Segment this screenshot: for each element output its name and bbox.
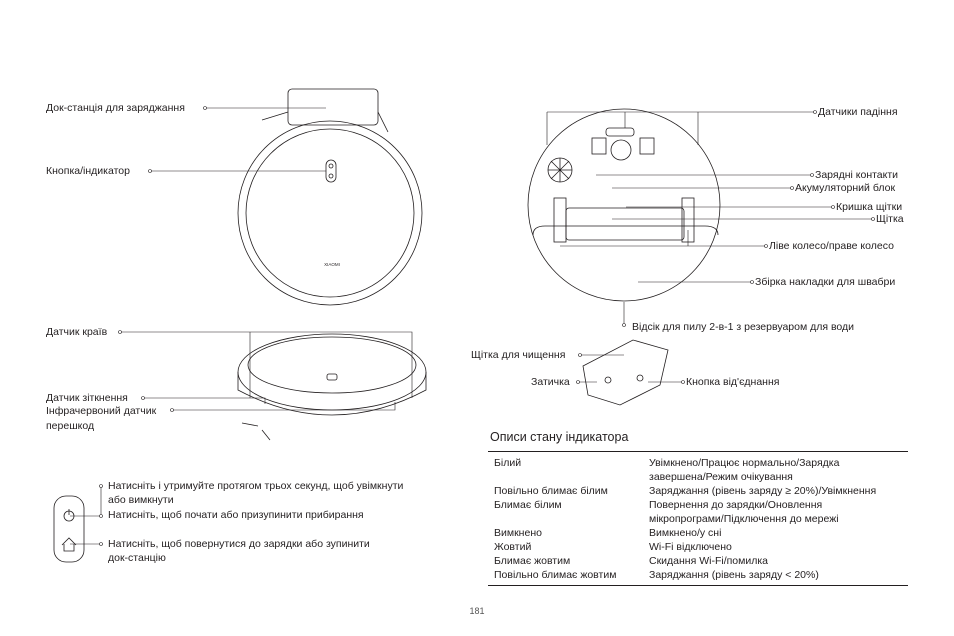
power-desc-line1: Натисніть і утримуйте протягом трьох сек… <box>108 480 404 492</box>
dust-bin <box>582 339 669 406</box>
state-cell: Жовтий <box>494 541 532 553</box>
desc-cell: Заряджання (рівень заряду ≥ 20%)/Увімкне… <box>649 485 877 497</box>
power-desc-line2: або вимкнути <box>108 494 174 506</box>
label-brush-cover: Кришка щітки <box>836 201 903 213</box>
table-row: Вимкнено Вимкнено/у сні <box>488 526 908 540</box>
label-mop-assembly: Збірка накладки для швабри <box>755 276 896 288</box>
state-cell <box>488 470 649 484</box>
state-cell <box>488 512 649 526</box>
label-dock: Док-станція для заряджання <box>46 102 185 114</box>
home-desc-line2: док-станцію <box>108 552 166 564</box>
label-ir-sensor-line1: Інфрачервоний датчик <box>46 405 157 417</box>
robot-bottom-view <box>527 108 721 302</box>
label-cleaning-brush: Щітка для чищення <box>471 349 566 361</box>
page-number: 181 <box>469 606 485 616</box>
table-row: Повільно блимає жовтим Заряджання (рівень… <box>488 568 908 582</box>
label-fall-sensors: Датчики падіння <box>818 106 898 118</box>
state-cell: Блимає жовтим <box>494 555 571 567</box>
desc-cell: завершена/Режим очікування <box>649 471 793 483</box>
state-cell: Блимає білим <box>494 499 562 511</box>
desc-cell: Скидання Wi-Fi/помилка <box>649 555 769 567</box>
state-cell: Повільно блимає жовтим <box>494 569 617 581</box>
label-latch: Затичка <box>531 376 570 388</box>
robot-side-view <box>237 333 427 441</box>
label-cliff-sensor: Датчик країв <box>46 326 108 338</box>
desc-cell: Вимкнено/у сні <box>649 527 722 539</box>
table-row: Жовтий Wi-Fi відключено <box>488 540 908 554</box>
desc-cell: Заряджання (рівень заряду < 20%) <box>649 569 819 581</box>
power-desc-line3: Натисніть, щоб почати або призупинити пр… <box>108 509 364 521</box>
label-ir-sensor-line2: перешкод <box>46 420 95 432</box>
table-row: Блимає жовтим Скидання Wi-Fi/помилка <box>488 554 908 568</box>
label-collision-sensor: Датчик зіткнення <box>46 392 128 404</box>
table-row: мікропрограми/Підключення до мережі <box>488 512 908 526</box>
table-row: завершена/Режим очікування <box>488 470 908 484</box>
label-dust-bin: Відсік для пилу 2-в-1 з резервуаром для … <box>632 321 855 333</box>
label-charging-contacts: Зарядні контакти <box>815 169 899 181</box>
left-leaders <box>70 107 413 545</box>
brand-mark: XIAOMI <box>324 262 340 267</box>
label-brush: Щітка <box>876 213 904 225</box>
desc-cell: Wi-Fi відключено <box>649 541 732 553</box>
label-wheels: Ліве колесо/праве колесо <box>769 240 894 252</box>
state-cell: Вимкнено <box>494 527 542 539</box>
label-release-button: Кнопка від'єднання <box>686 376 780 388</box>
label-button-indicator: Кнопка/індикатор <box>46 165 130 177</box>
button-panel <box>53 495 85 563</box>
desc-cell: Повернення до зарядки/Оновлення <box>649 499 823 511</box>
home-desc-line1: Натисніть, щоб повернутися до зарядки аб… <box>108 538 370 550</box>
table-row: Білий Увімкнено/Працює нормально/Зарядка <box>488 456 908 470</box>
robot-top-view <box>237 88 423 306</box>
desc-cell: Увімкнено/Працює нормально/Зарядка <box>649 457 840 469</box>
right-leaders <box>546 111 873 383</box>
table-title: Описи стану індикатора <box>490 430 629 444</box>
desc-cell: мікропрограми/Підключення до мережі <box>649 513 839 525</box>
callout-dots <box>99 106 875 546</box>
table-row: Повільно блимає білим Заряджання (рівень … <box>488 484 908 498</box>
state-cell: Повільно блимає білим <box>494 485 608 497</box>
label-battery: Акумуляторний блок <box>795 182 896 194</box>
state-cell: Білий <box>494 457 522 469</box>
table-row: Блимає білим Повернення до зарядки/Оновле… <box>488 498 908 512</box>
